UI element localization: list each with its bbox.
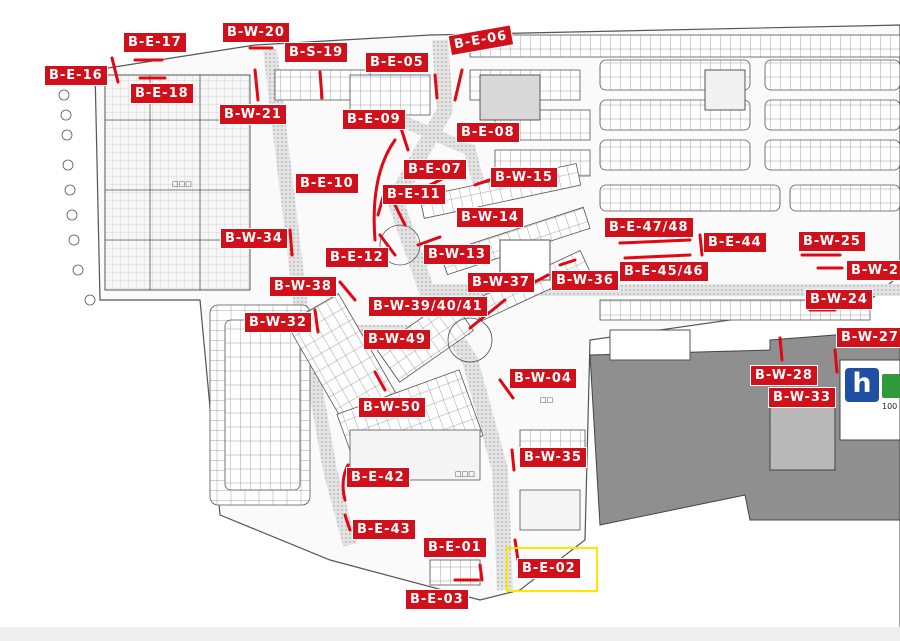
brand-mark-icon [882,374,900,398]
gate-label-b-w-20[interactable]: B-W-20 [223,23,289,42]
map-note: □□□ [172,180,192,188]
gate-label-b-w-28[interactable]: B-W-28 [751,366,817,385]
brand-logo-icon: h [845,368,879,402]
gate-label-b-w-34[interactable]: B-W-34 [221,229,287,248]
gate-label-b-w-39-40-41[interactable]: B-W-39/40/41 [369,297,487,316]
gate-label-b-w-50[interactable]: B-W-50 [359,398,425,417]
gate-label-b-e-16[interactable]: B-E-16 [45,66,107,85]
gate-label-b-w-14[interactable]: B-W-14 [457,208,523,227]
gate-label-b-e-44[interactable]: B-E-44 [704,233,766,252]
gate-label-b-e-09[interactable]: B-E-09 [343,110,405,129]
gate-label-b-e-05[interactable]: B-E-05 [366,53,428,72]
gate-label-b-w-35[interactable]: B-W-35 [520,448,586,467]
gate-label-b-w-49[interactable]: B-W-49 [364,330,430,349]
gate-label-b-s-19[interactable]: B-S-19 [285,43,348,62]
gate-label-b-w-32[interactable]: B-W-32 [245,313,311,332]
gate-label-b-w-38[interactable]: B-W-38 [270,277,336,296]
gate-label-b-w-13[interactable]: B-W-13 [424,245,490,264]
map-note: □□ [540,396,554,404]
gate-label-b-e-47-48[interactable]: B-E-47/48 [605,218,693,237]
gate-label-b-e-43[interactable]: B-E-43 [353,520,415,539]
gate-label-b-e-11[interactable]: B-E-11 [383,185,445,204]
gate-label-b-w-37[interactable]: B-W-37 [468,273,534,292]
gate-label-b-e-12[interactable]: B-E-12 [326,248,388,267]
gate-label-b-w-24[interactable]: B-W-24 [806,290,872,309]
gate-label-b-e-03[interactable]: B-E-03 [406,590,468,609]
gate-label-b-w-15[interactable]: B-W-15 [491,168,557,187]
gate-label-b-e-42[interactable]: B-E-42 [347,468,409,487]
bottom-band [0,627,900,641]
gate-label-b-e-10[interactable]: B-E-10 [296,174,358,193]
highlight-box [506,547,598,592]
gate-label-b-e-17[interactable]: B-E-17 [124,33,186,52]
gate-label-b-e-01[interactable]: B-E-01 [424,538,486,557]
map-note: □□□ [455,470,475,478]
gate-label-b-w-21[interactable]: B-W-21 [220,105,286,124]
gate-label-b-w-27[interactable]: B-W-27 [837,328,900,347]
gate-label-b-e-08[interactable]: B-E-08 [457,123,519,142]
gate-label-b-w-36[interactable]: B-W-36 [552,271,618,290]
gate-label-b-e-07[interactable]: B-E-07 [404,160,466,179]
brand-number: 100 [882,402,898,411]
gate-label-b-e-45-46[interactable]: B-E-45/46 [620,262,708,281]
gate-label-b-e-18[interactable]: B-E-18 [131,84,193,103]
gate-label-b-w-25[interactable]: B-W-25 [799,232,865,251]
gate-label-b-e-02[interactable]: B-E-02 [518,559,580,578]
gate-label-b-w-04[interactable]: B-W-04 [510,369,576,388]
gate-label-b-w-2[interactable]: B-W-2 [847,261,900,280]
gate-label-b-w-33[interactable]: B-W-33 [769,388,835,407]
